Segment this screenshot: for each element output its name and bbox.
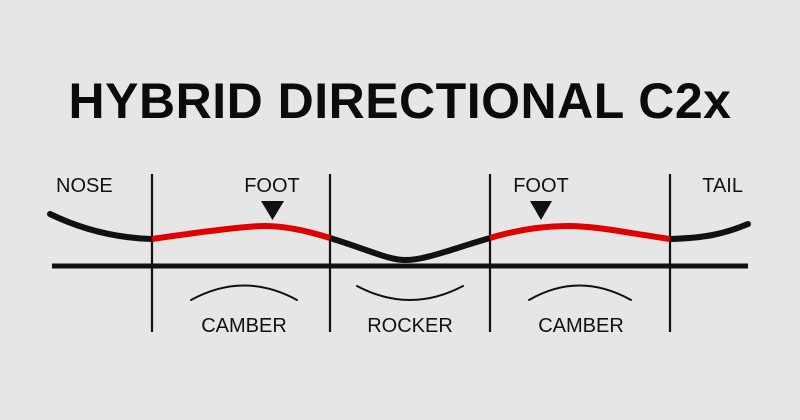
right-camber-arc-icon [528,284,632,301]
right-camber-label: CAMBER [538,315,624,337]
nose-profile-line [47,211,155,242]
diagram-title: HYBRID DIRECTIONAL C2x [69,73,732,129]
left-foot-down-triangle-icon [261,201,284,220]
rocker-arc-icon [356,285,464,301]
right-camber-profile-line [489,223,671,242]
tail-profile-line [667,221,751,242]
left-camber-label: CAMBER [201,315,287,337]
tail-label: TAIL [702,175,743,197]
rocker-profile-line [327,235,493,263]
left-camber-arc-icon [190,284,298,301]
right-foot-down-triangle-icon [530,201,552,220]
right-foot-label: FOOT [513,175,569,197]
left-foot-label: FOOT [244,175,300,197]
nose-label: NOSE [56,175,113,197]
left-camber-profile-line [151,223,331,242]
rocker-label: ROCKER [367,315,453,337]
